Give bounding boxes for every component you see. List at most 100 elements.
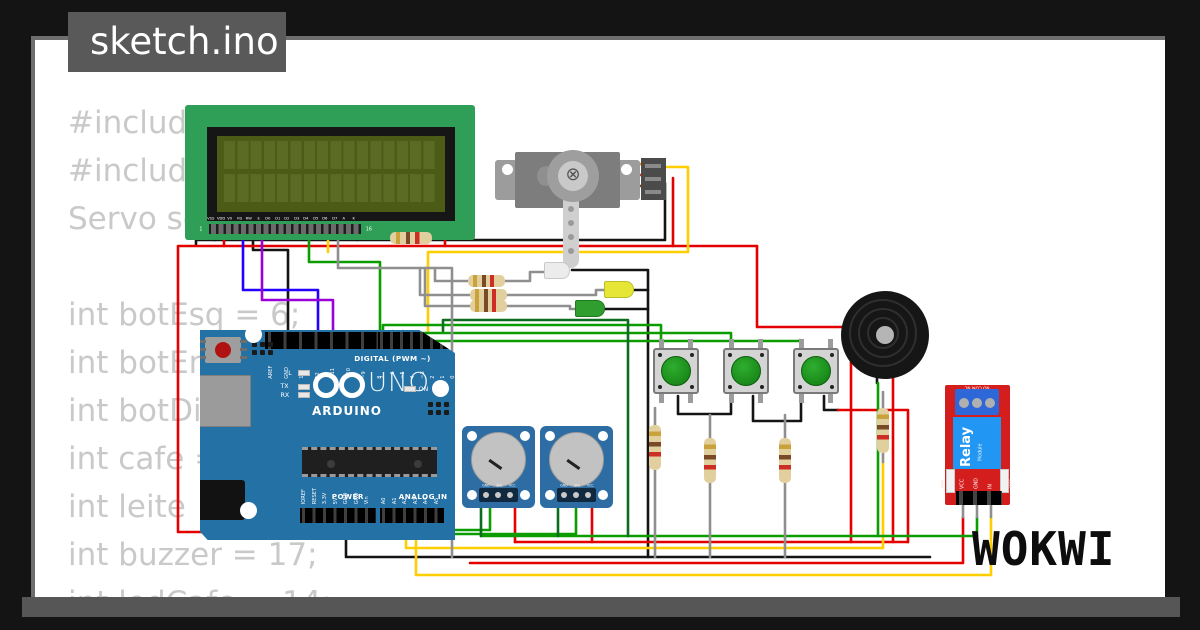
relay-smd-right [1000, 469, 1009, 493]
code-line: int buzzer = 17; [68, 537, 318, 573]
lcd-pin-label: V0 [227, 216, 233, 221]
on-label: ON [418, 385, 429, 393]
bottom-bar [22, 597, 1180, 617]
lcd-pin-label: VDD [216, 216, 225, 221]
pot-knob[interactable] [471, 432, 526, 487]
atmega-ic [302, 447, 437, 477]
relay-pin-header [956, 491, 1002, 505]
potentiometer-1[interactable]: GND SIG VCC [462, 426, 535, 508]
lcd-pin-label: D2 [284, 216, 290, 221]
power-section-label: POWER [331, 492, 364, 501]
lcd-pin-label: D5 [312, 216, 318, 221]
resistor-led-white[interactable] [468, 275, 505, 287]
arduino-infinity-logo [313, 370, 375, 404]
lcd-pin-label: K [351, 216, 355, 221]
lcd-pin-label: D1 [274, 216, 280, 221]
pushbutton-1[interactable] [653, 339, 699, 403]
led-RX [298, 392, 310, 398]
power-pin-label: 3.3V [321, 492, 328, 505]
servo-motor[interactable]: ⊗ [495, 148, 670, 273]
relay-terminal-block [955, 389, 999, 415]
digital-pin-label: AREF [267, 365, 274, 379]
mount-hole [240, 502, 257, 519]
led-L-label: L [288, 369, 292, 377]
piezo-buzzer[interactable] [841, 291, 929, 379]
lcd-pin-label: A [342, 216, 345, 221]
button-cap[interactable] [731, 356, 761, 386]
servo-arm [563, 192, 579, 268]
servo-connector [641, 158, 666, 200]
code-line: int cafe = [68, 441, 221, 477]
relay-pin-label: GND [973, 477, 980, 489]
relay-pin-label: IN [987, 483, 994, 489]
led-yellow[interactable] [604, 281, 634, 298]
sketch-title[interactable]: sketch.ino [68, 12, 286, 72]
icsp-header-top [252, 342, 273, 355]
led-TX [298, 384, 310, 390]
canvas-edge-left [31, 36, 35, 597]
pot-pin-label: SIG [574, 483, 580, 488]
pushbutton-3[interactable] [793, 339, 839, 403]
lcd-pin-label: D4 [303, 216, 309, 221]
servo-mount-hole [502, 164, 513, 175]
digital-pin-label: 2 [429, 375, 436, 379]
mount-hole [432, 380, 449, 397]
buzzer-center [876, 326, 894, 344]
analog-header [380, 508, 444, 523]
pot-pin-label: GND [482, 483, 490, 488]
led-green[interactable] [575, 300, 605, 317]
code-line: int botDi [68, 393, 202, 429]
pot-pin-block: GND SIG VCC [479, 484, 518, 502]
relay-smd-left [946, 469, 955, 493]
lcd-pin-label: RW [245, 216, 252, 221]
pot-pin-label: VCC [508, 483, 516, 488]
digital-section-label: DIGITAL (PWM ~) [354, 354, 431, 363]
analog-pin-label: A1 [391, 497, 398, 505]
button-cap[interactable] [661, 356, 691, 386]
resistor-button-3[interactable] [779, 438, 791, 483]
code-line: int botEsq = 6; [68, 297, 301, 333]
code-line: int botEnt [68, 345, 221, 381]
led-ON [404, 386, 416, 392]
relay-title: Relay [959, 426, 974, 467]
resistor-button-1[interactable] [649, 425, 661, 470]
pushbutton-2[interactable] [723, 339, 769, 403]
servo-horn-screw: ⊗ [558, 161, 588, 191]
led-white[interactable] [544, 262, 570, 279]
lcd-bezel [207, 127, 455, 221]
resistor-button-2[interactable] [704, 438, 716, 483]
relay-subtitle: Module [977, 443, 984, 461]
resistor-led-green[interactable] [470, 300, 507, 312]
board-brand: ARDUINO [312, 404, 382, 418]
board-model: UNO [368, 368, 430, 398]
lcd-pin-label: RS [236, 216, 242, 221]
digital-pin-label: 0 [449, 375, 456, 379]
analog-section-label: ANALOG IN [398, 492, 448, 501]
resistor-lcd-backlight[interactable] [390, 232, 432, 244]
wokwi-logo: WOKWI [972, 522, 1116, 576]
lcd-pin-label: D0 [265, 216, 271, 221]
canvas-edge-top [31, 36, 1165, 40]
digital-pin-label: 1 [439, 375, 446, 379]
pot-pin-label: SIG [496, 483, 502, 488]
relay-pwr-label: PWR [940, 479, 945, 489]
lcd-pin-label: D6 [322, 216, 328, 221]
lcd-pin-label: D3 [293, 216, 299, 221]
reset-button[interactable] [200, 337, 247, 363]
resistor-buzzer[interactable] [877, 408, 889, 453]
servo-mount-hole [621, 164, 632, 175]
button-cap[interactable] [801, 356, 831, 386]
pot-knob[interactable] [549, 432, 604, 487]
lcd-pin-number-first: 1 [199, 226, 203, 233]
lcd-pin-label: D7 [331, 216, 337, 221]
power-pin-label: Vin [363, 496, 370, 505]
lcd-pin-number-last: 16 [365, 226, 372, 233]
pot-pin-label: GND [560, 483, 568, 488]
led-RX-label: RX [280, 391, 290, 399]
digital-header-left [265, 332, 387, 349]
